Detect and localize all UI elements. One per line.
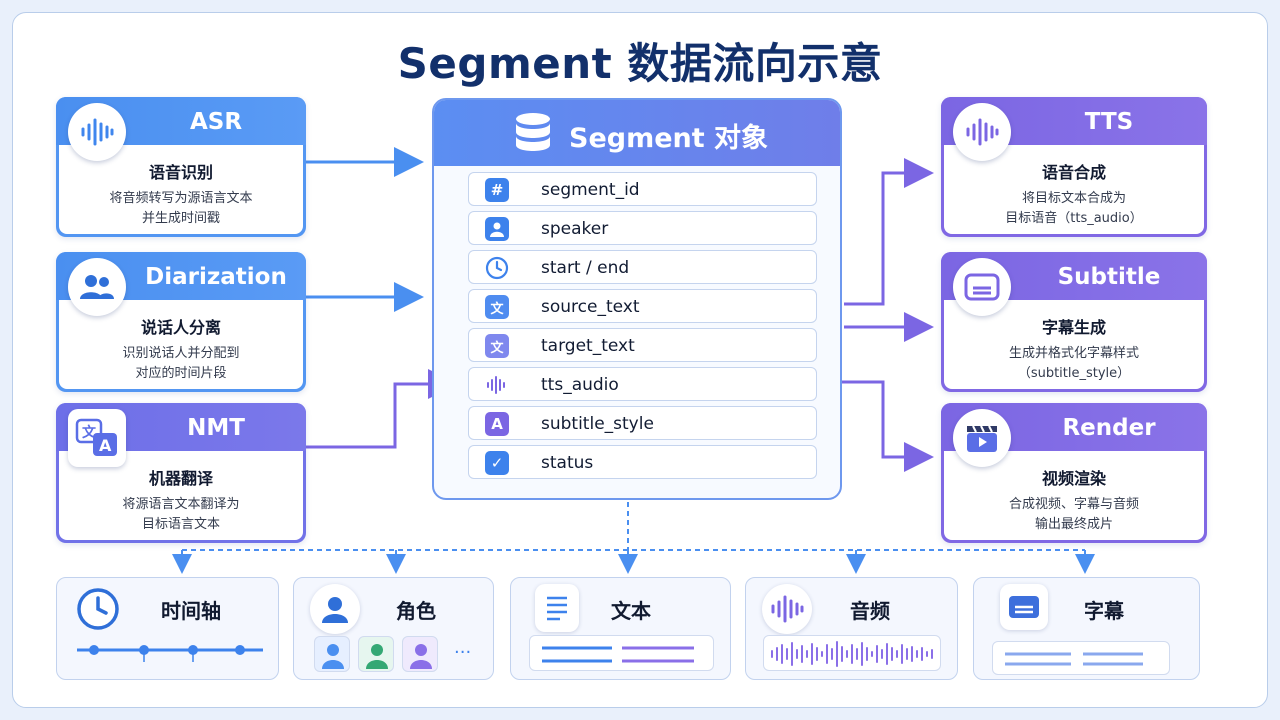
field-label: tts_audio bbox=[541, 375, 619, 395]
field-label: source_text bbox=[541, 297, 640, 317]
waveform-icon bbox=[485, 373, 509, 397]
module-tts-name: TTS bbox=[1084, 109, 1134, 135]
hash-icon: # bbox=[485, 178, 509, 202]
audio-waveform-preview bbox=[763, 635, 941, 671]
waveform-icon bbox=[762, 584, 812, 634]
arrow-segment-render bbox=[818, 380, 934, 472]
waveform-icon bbox=[953, 103, 1011, 161]
module-render-title: 视频渲染 bbox=[1041, 469, 1106, 488]
field-source-text: 文 source_text bbox=[468, 289, 817, 323]
person-icon bbox=[485, 217, 509, 241]
avatar bbox=[314, 636, 350, 672]
module-tts-title: 语音合成 bbox=[1041, 163, 1106, 182]
field-target-text: 文 target_text bbox=[468, 328, 817, 362]
module-tts: TTS 语音合成 将目标文本合成为目标语音（tts_audio） bbox=[941, 97, 1207, 237]
bottom-card-text: 文本 bbox=[510, 577, 731, 680]
field-label: status bbox=[541, 453, 594, 473]
field-segment-id: # segment_id bbox=[468, 172, 817, 206]
module-subtitle-desc-line2: （subtitle_style） bbox=[1017, 366, 1131, 381]
module-render-name: Render bbox=[1062, 415, 1156, 441]
module-subtitle-title: 字幕生成 bbox=[1041, 318, 1106, 337]
module-asr-title: 语音识别 bbox=[148, 163, 213, 182]
field-label: target_text bbox=[541, 336, 635, 356]
bottom-card-subtitles: 字幕 bbox=[973, 577, 1200, 680]
bottom-card-roles: 角色 ··· bbox=[293, 577, 494, 680]
person-icon bbox=[310, 584, 360, 634]
module-diarization: Diarization 说话人分离 识别说话人并分配到对应的时间片段 bbox=[56, 252, 306, 392]
module-tts-desc-line2: 目标语音（tts_audio） bbox=[1005, 211, 1143, 226]
clock-icon bbox=[73, 584, 123, 634]
module-tts-desc-line1: 将目标文本合成为 bbox=[1021, 191, 1126, 206]
bottom-card-timeline: 时间轴 bbox=[56, 577, 279, 680]
clock-icon bbox=[485, 256, 509, 280]
module-diarization-name: Diarization bbox=[145, 264, 287, 290]
field-subtitle-style: A subtitle_style bbox=[468, 406, 817, 440]
module-asr-desc-line1: 将音频转写为源语言文本 bbox=[109, 191, 253, 206]
segment-object: Segment 对象 # segment_id speaker start / … bbox=[432, 98, 842, 500]
users-icon bbox=[68, 258, 126, 316]
field-label: speaker bbox=[541, 219, 609, 239]
field-start-end: start / end bbox=[468, 250, 817, 284]
arrow-nmt-segment bbox=[306, 369, 458, 449]
module-asr: ASR 语音识别 将音频转写为源语言文本并生成时间戳 bbox=[56, 97, 306, 237]
bottom-label-roles: 角色 bbox=[396, 599, 436, 623]
avatar bbox=[402, 636, 438, 672]
module-nmt-title: 机器翻译 bbox=[148, 469, 213, 488]
module-nmt-name: NMT bbox=[187, 415, 245, 441]
module-diarization-desc-line2: 对应的时间片段 bbox=[135, 366, 227, 381]
field-tts-audio: tts_audio bbox=[468, 367, 817, 401]
page-title: Segment 数据流向示意 bbox=[397, 39, 883, 88]
arrow-segment-tts bbox=[844, 158, 934, 306]
module-render: Render 视频渲染 合成视频、字幕与音频输出最终成片 bbox=[941, 403, 1207, 543]
more-roles-ellipsis: ··· bbox=[454, 642, 472, 663]
module-nmt-desc-line2: 目标语言文本 bbox=[141, 517, 220, 532]
field-speaker: speaker bbox=[468, 211, 817, 245]
document-icon bbox=[535, 584, 579, 632]
bottom-label-timeline: 时间轴 bbox=[161, 599, 221, 623]
check-icon: ✓ bbox=[485, 451, 509, 475]
timeline-track bbox=[77, 645, 263, 662]
database-icon bbox=[514, 112, 552, 158]
bottom-card-audio: 音频 bbox=[745, 577, 958, 680]
module-render-desc-line2: 输出最终成片 bbox=[1034, 517, 1113, 532]
field-label: subtitle_style bbox=[541, 414, 654, 434]
waveform-icon bbox=[68, 103, 126, 161]
module-subtitle-desc-line1: 生成并格式化字幕样式 bbox=[1008, 346, 1139, 361]
bottom-label-text: 文本 bbox=[611, 599, 651, 623]
field-status: ✓ status bbox=[468, 445, 817, 479]
module-asr-name: ASR bbox=[189, 109, 243, 135]
module-nmt-desc-line1: 将源语言文本翻译为 bbox=[122, 497, 240, 512]
module-render-desc-line1: 合成视频、字幕与音频 bbox=[1008, 497, 1139, 512]
translate-icon: 文 bbox=[485, 295, 509, 319]
subtitle-preview bbox=[992, 641, 1170, 675]
avatar bbox=[358, 636, 394, 672]
field-label: segment_id bbox=[541, 180, 640, 200]
module-diarization-title: 说话人分离 bbox=[140, 318, 221, 337]
text-preview bbox=[529, 635, 714, 671]
translate-icon: 文 bbox=[485, 334, 509, 358]
svg-text:A: A bbox=[99, 436, 112, 455]
bottom-label-audio: 音频 bbox=[850, 599, 890, 623]
letter-a-icon: A bbox=[485, 412, 509, 436]
clapperboard-icon bbox=[953, 409, 1011, 467]
subtitle-icon bbox=[1000, 584, 1048, 630]
module-subtitle-name: Subtitle bbox=[1057, 264, 1161, 290]
segment-title: Segment 对象 bbox=[569, 123, 769, 154]
module-asr-desc-line2: 并生成时间戳 bbox=[141, 211, 220, 226]
module-diarization-desc-line1: 识别说话人并分配到 bbox=[122, 346, 240, 361]
field-label: start / end bbox=[541, 258, 630, 278]
module-subtitle: Subtitle 字幕生成 生成并格式化字幕样式 （subtitle_style） bbox=[941, 252, 1207, 392]
subtitle-icon bbox=[953, 258, 1011, 316]
bottom-label-subtitles: 字幕 bbox=[1084, 599, 1124, 623]
